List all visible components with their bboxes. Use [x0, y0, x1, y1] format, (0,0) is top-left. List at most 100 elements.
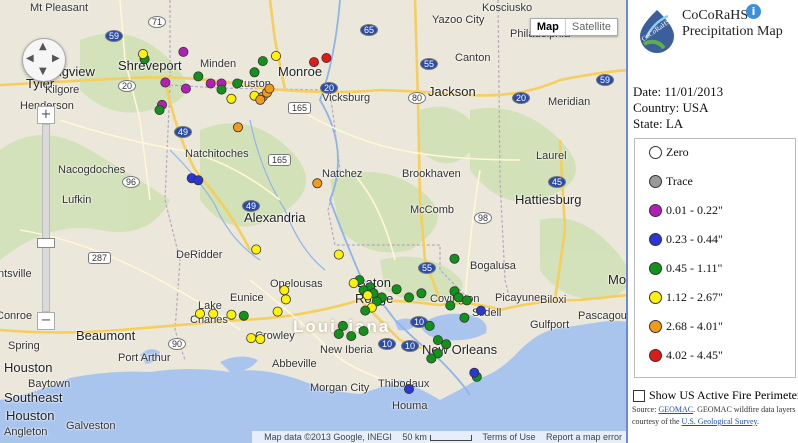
legend-panel: CoCoRaHS CoCoRaHS Precipitation Map i Da…: [628, 0, 798, 443]
zoom-in-button[interactable]: +: [37, 106, 55, 124]
station-marker[interactable]: [403, 383, 414, 394]
station-marker[interactable]: [279, 285, 290, 296]
highway-shield: 55: [418, 262, 437, 274]
station-marker[interactable]: [432, 348, 443, 359]
station-marker[interactable]: [264, 83, 275, 94]
station-marker[interactable]: [358, 325, 369, 336]
fire-perimeters-checkbox[interactable]: [633, 389, 645, 402]
station-marker[interactable]: [180, 83, 191, 94]
pan-control[interactable]: ▲ ◀ ▶ ▼: [22, 38, 66, 82]
station-marker[interactable]: [469, 367, 480, 378]
city-label: Houma: [392, 400, 428, 412]
station-marker[interactable]: [238, 310, 249, 321]
station-marker[interactable]: [432, 335, 443, 346]
station-marker[interactable]: [445, 300, 456, 311]
station-marker[interactable]: [160, 77, 171, 88]
legend-label: 0.23 - 0.44": [666, 232, 723, 246]
city-label: Houston: [4, 360, 53, 375]
highway-shield: 59: [596, 74, 615, 86]
station-marker[interactable]: [251, 244, 262, 255]
zoom-out-button[interactable]: −: [37, 312, 55, 330]
highway-shield: 20: [512, 92, 531, 104]
station-marker[interactable]: [441, 339, 452, 350]
station-marker[interactable]: [255, 94, 266, 105]
city-label: Thibodaux: [378, 378, 430, 390]
station-marker[interactable]: [226, 309, 237, 320]
station-marker[interactable]: [475, 305, 486, 316]
station-marker[interactable]: [193, 71, 204, 82]
highway-shield: 98: [474, 212, 493, 224]
source-prefix: Source:: [632, 405, 657, 414]
station-marker[interactable]: [280, 294, 291, 305]
station-marker[interactable]: [226, 93, 237, 104]
station-marker[interactable]: [216, 84, 227, 95]
station-marker[interactable]: [246, 333, 257, 344]
fire-perimeters-toggle[interactable]: Show US Active Fire Perimeters: [633, 388, 798, 403]
station-marker[interactable]: [416, 288, 427, 299]
station-marker[interactable]: [346, 331, 357, 342]
state-label: State: LA: [633, 116, 684, 131]
zoom-slider-handle[interactable]: [37, 238, 55, 248]
cocorahs-logo: CoCoRaHS: [640, 10, 674, 53]
map-type-control[interactable]: Map Satellite: [529, 18, 618, 36]
station-marker[interactable]: [360, 305, 371, 316]
station-marker[interactable]: [391, 284, 402, 295]
station-marker[interactable]: [449, 253, 460, 264]
station-marker[interactable]: [308, 57, 319, 68]
station-marker[interactable]: [232, 122, 243, 133]
station-markers: [137, 46, 486, 394]
station-marker[interactable]: [154, 105, 165, 116]
city-label: Nacogdoches: [58, 164, 126, 176]
station-marker[interactable]: [205, 78, 216, 89]
station-marker[interactable]: [312, 178, 323, 189]
city-label: Eunice: [230, 292, 264, 304]
pan-left-icon[interactable]: ◀: [26, 53, 34, 64]
station-marker[interactable]: [249, 67, 260, 78]
station-marker[interactable]: [255, 334, 266, 345]
station-marker[interactable]: [461, 295, 472, 306]
station-marker[interactable]: [426, 353, 437, 364]
city-label: Kosciusko: [482, 2, 533, 14]
geomac-link[interactable]: GEOMAC: [658, 405, 694, 414]
station-marker[interactable]: [348, 278, 359, 289]
city-label: Conroe: [0, 310, 33, 322]
station-marker[interactable]: [272, 306, 283, 317]
station-marker[interactable]: [178, 46, 189, 57]
legend-swatch-icon: [649, 233, 662, 246]
station-marker[interactable]: [208, 308, 219, 319]
station-marker[interactable]: [232, 78, 243, 89]
station-marker[interactable]: [194, 308, 205, 319]
station-marker[interactable]: [137, 49, 148, 60]
pan-up-icon[interactable]: ▲: [39, 41, 47, 52]
report-map-error-link[interactable]: Report a map error: [545, 432, 622, 442]
station-marker[interactable]: [321, 53, 332, 64]
legend-swatch-icon: [649, 320, 662, 333]
station-marker[interactable]: [362, 290, 373, 301]
legend-label: 0.45 - 1.11": [666, 261, 723, 275]
station-marker[interactable]: [403, 292, 414, 303]
station-marker[interactable]: [333, 328, 344, 339]
terms-of-use-link[interactable]: Terms of Use: [482, 432, 536, 442]
station-marker[interactable]: [193, 175, 204, 186]
city-label: ntsville: [0, 268, 32, 280]
highway-shield: 165: [268, 154, 292, 166]
station-marker[interactable]: [453, 292, 464, 303]
legend-label: 1.12 - 2.67": [666, 290, 723, 304]
map-type-satellite-button[interactable]: Satellite: [564, 19, 617, 35]
usgs-link[interactable]: U.S. Geological Survey: [681, 417, 758, 426]
station-marker[interactable]: [333, 249, 344, 260]
pan-down-icon[interactable]: ▼: [39, 66, 47, 77]
station-marker[interactable]: [459, 312, 470, 323]
highway-shield: 20: [118, 80, 137, 92]
station-marker[interactable]: [337, 320, 348, 331]
city-label: Vicksburg: [322, 92, 371, 104]
info-icon[interactable]: i: [746, 4, 761, 19]
zoom-slider[interactable]: [42, 124, 50, 312]
station-marker[interactable]: [424, 320, 435, 331]
station-marker[interactable]: [270, 51, 281, 62]
pan-right-icon[interactable]: ▶: [52, 53, 60, 64]
map-type-map-button[interactable]: Map: [536, 21, 559, 33]
station-marker[interactable]: [257, 56, 268, 67]
